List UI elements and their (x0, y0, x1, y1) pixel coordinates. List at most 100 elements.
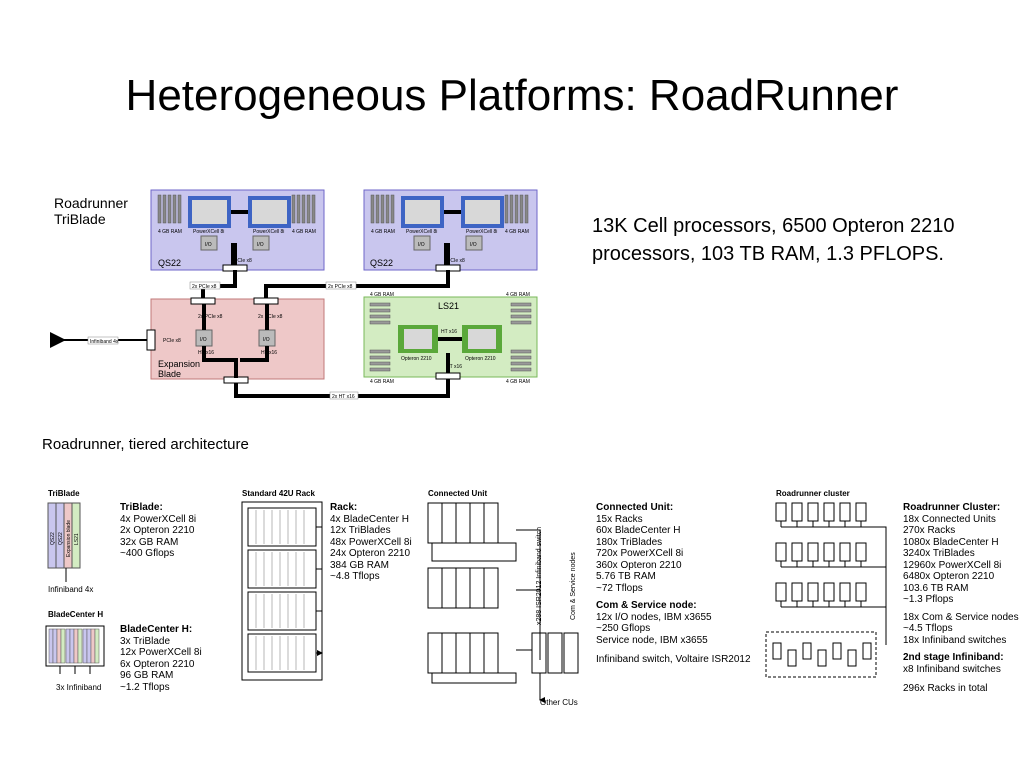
spec-line: ~1.3 Pflops (903, 594, 954, 605)
io-label: I/O (470, 242, 477, 248)
bladecenter-icon (45, 625, 105, 674)
bladecenter-icon-label: BladeCenter H (48, 610, 103, 619)
rack-icon-label: Standard 42U Rack (242, 489, 315, 498)
pcie-label: 2x PCIe x8 (328, 284, 353, 290)
ht-label: HT x16 (261, 350, 277, 356)
spec-heading: 2nd stage Infiniband: (903, 652, 1004, 663)
tiered-caption: Roadrunner, tiered architecture (42, 436, 249, 453)
spec-line: ~250 Gflops (596, 623, 651, 634)
spec-line: 12x I/O nodes, IBM x3655 (596, 611, 712, 623)
qs22-label-right: QS22 (370, 258, 393, 268)
spec-line: 103.6 TB RAM (903, 582, 969, 594)
opteron-label: Opteron 2210 (465, 356, 496, 362)
spec-line: 24x Opteron 2210 (330, 548, 411, 559)
triblade-diagram: Roadrunner TriBlade QS22 4 GB RAM PowerX… (50, 189, 538, 400)
pcie-label: 2x PCIe x8 (192, 284, 217, 290)
ram-label: 4 GB RAM (506, 292, 530, 298)
qs22-label-left: QS22 (158, 258, 181, 268)
qs22-right-parts (370, 194, 529, 272)
spec-line: 270x Racks (903, 525, 956, 536)
spec-line: 18x Infiniband switches (903, 634, 1007, 646)
cu-switch-label: x288 ISR2012 Infiniband switch (536, 527, 543, 625)
spec-line: 60x BladeCenter H (596, 525, 681, 536)
spec-line: 15x Racks (596, 513, 643, 525)
spec-line: 5.76 TB RAM (596, 571, 656, 582)
spec-line: 296x Racks in total (903, 683, 988, 694)
cu-icon-label: Connected Unit (428, 489, 487, 498)
rack-icon (241, 501, 322, 681)
spec-heading: Connected Unit: (596, 502, 674, 513)
spec-line: 6480x Opteron 2210 (903, 571, 995, 582)
cu-spec: Connected Unit: 15x Racks 60x BladeCente… (596, 502, 751, 666)
spec-line: ~1.2 Tflops (120, 681, 170, 693)
spec-line: 6x Opteron 2210 (120, 658, 195, 670)
pcie-label: 2x PCIe x8 (198, 314, 223, 320)
spec-line: ~400 Gflops (120, 548, 175, 559)
ram-label: 4 GB RAM (158, 229, 182, 235)
ram-label: 4 GB RAM (292, 229, 316, 235)
spec-line: 2x Opteron 2210 (120, 525, 195, 536)
ht-label: HT x16 (446, 364, 462, 370)
triblade-icon (47, 502, 81, 569)
spec-line: Service node, IBM x3655 (596, 634, 708, 646)
spec-line: 12960x PowerXCell 8i (903, 559, 1002, 571)
spec-line: 360x Opteron 2210 (596, 559, 682, 571)
spec-heading: Rack: (330, 502, 358, 513)
slot-label: QS22 (58, 532, 64, 545)
triblade-icon-footer: Infiniband 4x (48, 585, 93, 594)
ht-label: 2x HT x16 (332, 394, 355, 400)
spec-line: 48x PowerXCell 8i (330, 536, 412, 548)
ht-label: HT x16 (441, 329, 457, 335)
qs22-left-parts (157, 194, 316, 272)
cu-service-label: Com & Service nodes (570, 552, 577, 620)
spec-line: ~4.5 Tflops (903, 623, 953, 634)
slide-title: Heterogeneous Platforms: RoadRunner (125, 71, 899, 120)
ram-label: 4 GB RAM (371, 229, 395, 235)
triblade-title-2: TriBlade (54, 211, 106, 227)
spec-line: 720x PowerXCell 8i (596, 548, 684, 559)
spec-line: 3x TriBlade (120, 635, 171, 647)
spec-line: 1080x BladeCenter H (903, 536, 999, 548)
bladecenter-spec: BladeCenter H: 3x TriBlade 12x PowerXCel… (120, 624, 202, 693)
spec-line: 12x PowerXCell 8i (120, 647, 202, 658)
spec-line: 384 GB RAM (330, 559, 389, 571)
ram-label: 4 GB RAM (370, 379, 394, 385)
cluster-spec: Roadrunner Cluster: 18x Connected Units … (903, 502, 1019, 695)
ram-label: 4 GB RAM (370, 292, 394, 298)
spec-line: ~72 Tflops (596, 582, 643, 594)
opteron-label: Opteron 2210 (401, 356, 432, 362)
powerxcell-label: PowerXCell 8i (466, 229, 497, 235)
spec-heading: BladeCenter H: (120, 624, 193, 635)
expansion-parts (146, 297, 279, 384)
pcie-label: PCIe x8 (447, 258, 465, 264)
triblade-title-1: Roadrunner (54, 195, 128, 211)
powerxcell-label: PowerXCell 8i (193, 229, 224, 235)
slot-label: QS22 (50, 532, 56, 545)
triblade-spec: TriBlade: 4x PowerXCell 8i 2x Opteron 22… (120, 502, 196, 560)
ram-label: 4 GB RAM (505, 229, 529, 235)
spec-line: 18x Connected Units (903, 513, 996, 525)
spec-line: 180x TriBlades (596, 536, 663, 548)
spec-line: ~4.8 Tflops (330, 571, 380, 582)
tiered-diagram: TriBlade QS22 QS22 Expansion blade LS21 … (45, 489, 887, 707)
spec-heading: Com & Service node: (596, 600, 697, 611)
spec-line: 96 GB RAM (120, 670, 174, 681)
spec-line: 4x BladeCenter H (330, 513, 409, 525)
slot-label: Expansion blade (66, 520, 72, 557)
cluster-icon (765, 502, 887, 678)
cu-icon (427, 502, 579, 684)
io-label: I/O (418, 242, 425, 248)
io-label: I/O (257, 242, 264, 248)
infiniband-label: Infiniband 4x (90, 339, 119, 345)
spec-line: 4x PowerXCell 8i (120, 513, 197, 525)
ram-label: 4 GB RAM (506, 379, 530, 385)
pcie-label: PCIe x8 (234, 258, 252, 264)
expansion-label-2: Blade (158, 369, 181, 379)
rack-spec: Rack: 4x BladeCenter H 12x TriBlades 48x… (330, 502, 412, 583)
triblade-icon-label: TriBlade (48, 489, 80, 498)
ls21-label: LS21 (438, 301, 459, 311)
ls21-parts (369, 302, 532, 380)
io-label: I/O (263, 337, 270, 343)
powerxcell-label: PowerXCell 8i (253, 229, 284, 235)
ht-label: HT x16 (198, 350, 214, 356)
